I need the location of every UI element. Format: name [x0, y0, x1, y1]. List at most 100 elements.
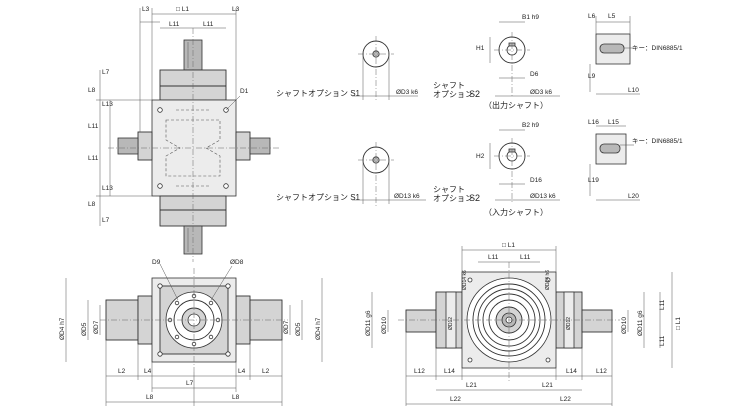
flange-bolt-hole: [208, 334, 214, 340]
dim-l11-a: L11: [88, 123, 99, 130]
dim-l7-bottom: L7: [102, 217, 110, 224]
side-dim-od11-right: ØD11 g6: [637, 310, 644, 336]
side-dim-l11-right-a: L11: [659, 299, 666, 310]
dim-square-l1: □ L1: [176, 6, 189, 13]
s2-input-label-line1: シャフト: [433, 185, 465, 194]
side-corner-hole: [545, 277, 551, 283]
input-shaft-left: [117, 137, 139, 155]
s2-output-shaft-dia: ØD3 k6: [530, 89, 552, 96]
lower-flange: [159, 195, 227, 227]
side-dim-od11-left: ØD11 g6: [365, 310, 372, 336]
s2-code-input: S2: [469, 193, 480, 203]
side-left-shaft: [405, 309, 437, 333]
side-dim-l12-right: L12: [596, 368, 607, 375]
side-dim-square-l1: □ L1: [502, 242, 515, 249]
dim-l2-left: L2: [118, 368, 126, 375]
flange-bolt-hole: [174, 334, 180, 340]
s2-output-height: H1: [476, 45, 485, 52]
dim-l13-bottom: L13: [102, 185, 113, 192]
label-od8: ØD8: [230, 259, 244, 266]
dim-od5-right: ØD5: [295, 322, 302, 336]
s2-input-label-line2: オプション: [433, 194, 473, 203]
mount-hole: [157, 107, 163, 113]
side-dim-od12-left: ØD12: [448, 317, 454, 330]
dim-od7-left: ØD7: [93, 320, 100, 334]
s2-input-shaft-dia: ØD13 k6: [530, 193, 556, 200]
flange-bolt-hole: [208, 300, 214, 306]
left-bearing: [137, 131, 153, 161]
key-detail-upper: L6 L5 キー：DIN6885/1 L9 L10: [588, 13, 683, 95]
dim-l7: L7: [186, 380, 194, 387]
s2-output-width: B1 h9: [522, 14, 539, 21]
hole-label-d1: D1: [240, 88, 249, 95]
dim-l13-top: L13: [102, 101, 113, 108]
s2-code-output: S2: [469, 89, 480, 99]
dim-l8-top: L8: [88, 87, 96, 94]
side-corner-hole: [467, 277, 473, 283]
dim-l11-right: L11: [203, 21, 214, 28]
side-dim-od14: ØD14 k6: [462, 270, 468, 290]
side-dim-l11-right: L11: [520, 254, 531, 261]
key-lower-l15: L15: [608, 119, 619, 126]
mount-hole: [157, 183, 163, 189]
key-lower-l16: L16: [588, 119, 599, 126]
key-lower-label: キー：DIN6885/1: [632, 138, 683, 145]
side-dim-od10-left: ØD10: [381, 317, 388, 334]
key-upper-slot: [599, 43, 625, 54]
s1-input-label: シャフトオプション S1: [276, 193, 361, 202]
side-dim-l11-right-b: L11: [659, 335, 666, 346]
s1-input-dia: ØD13 k6: [394, 193, 420, 200]
s2-output-d6: D6: [530, 71, 539, 78]
s1-output-dia: ØD3 k6: [396, 89, 418, 96]
corner-hole: [157, 283, 163, 289]
dim-l3-left: L3: [142, 6, 150, 13]
shaft-option-s1: シャフトオプション S1 ØD3 k6 シャフトオプション S1 ØD13 k6: [276, 36, 426, 206]
side-dim-l21-left: L21: [466, 382, 477, 389]
s2-label-line1: シャフト: [433, 81, 465, 90]
key-lower-l19: L19: [588, 177, 599, 184]
right-bearing: [235, 131, 251, 161]
side-corner-hole: [467, 357, 473, 363]
corner-hole: [157, 351, 163, 357]
s1-output-label: シャフトオプション S1: [276, 89, 361, 98]
dim-l11-left: L11: [169, 21, 180, 28]
dim-l3-right: L3: [232, 6, 240, 13]
dim-l2-right: L2: [262, 368, 270, 375]
corner-hole: [225, 351, 231, 357]
side-dim-od12-right: ØD12: [566, 317, 572, 330]
dim-od7-right: ØD7: [283, 320, 290, 334]
dim-od5-left: ØD5: [81, 322, 88, 336]
side-dim-l14-right: L14: [566, 368, 577, 375]
s2-input-caption: （入力シャフト）: [484, 207, 548, 217]
key-upper-l10: L10: [628, 87, 639, 94]
dim-l11-b: L11: [88, 155, 99, 162]
s2-output-caption: （出力シャフト）: [484, 100, 548, 110]
s2-input-width: B2 h9: [522, 122, 539, 129]
side-corner-hole: [545, 357, 551, 363]
side-right-shaft: [581, 309, 613, 333]
dim-l4-left: L4: [144, 368, 152, 375]
dim-l8-right: L8: [232, 394, 240, 401]
top-view: □ L1 L3 L3 L11 L11 L7 L8 L13 L11 L11 L13…: [88, 6, 280, 262]
dim-l8-bottom: L8: [88, 201, 96, 208]
input-shaft-right: [249, 137, 271, 155]
front-view: D9 ØD8 ØD5 ØD7 ØD4 h7 ØD7 ØD5 ØD4 h7 L2 …: [59, 259, 323, 406]
side-dim-od10-right: ØD10: [621, 317, 628, 334]
key-upper-label: キー：DIN6885/1: [632, 45, 683, 52]
key-lower-l20: L20: [628, 193, 639, 200]
key-upper-l6: L6: [588, 13, 596, 20]
flange-bolt-hole: [174, 300, 180, 306]
side-dim-square-l1-vert: □ L1: [675, 317, 682, 330]
dim-l4-right: L4: [238, 368, 246, 375]
side-dim-od14-h6: ØD14 h6: [545, 270, 551, 290]
side-dim-l22-right: L22: [560, 396, 571, 403]
key-detail-lower: L16 L15 キー：DIN6885/1 L19 L20: [588, 119, 683, 201]
side-dim-l14-left: L14: [444, 368, 455, 375]
corner-hole: [225, 283, 231, 289]
s2-input-d16: D16: [530, 177, 542, 184]
side-dim-l11-left: L11: [488, 254, 499, 261]
side-view: □ L1 L11 L11 ØD14 k6 ØD14 h6 ØD11 g6 ØD1…: [365, 242, 682, 406]
side-dim-l21-right: L21: [542, 382, 553, 389]
side-dim-l12-left: L12: [414, 368, 425, 375]
